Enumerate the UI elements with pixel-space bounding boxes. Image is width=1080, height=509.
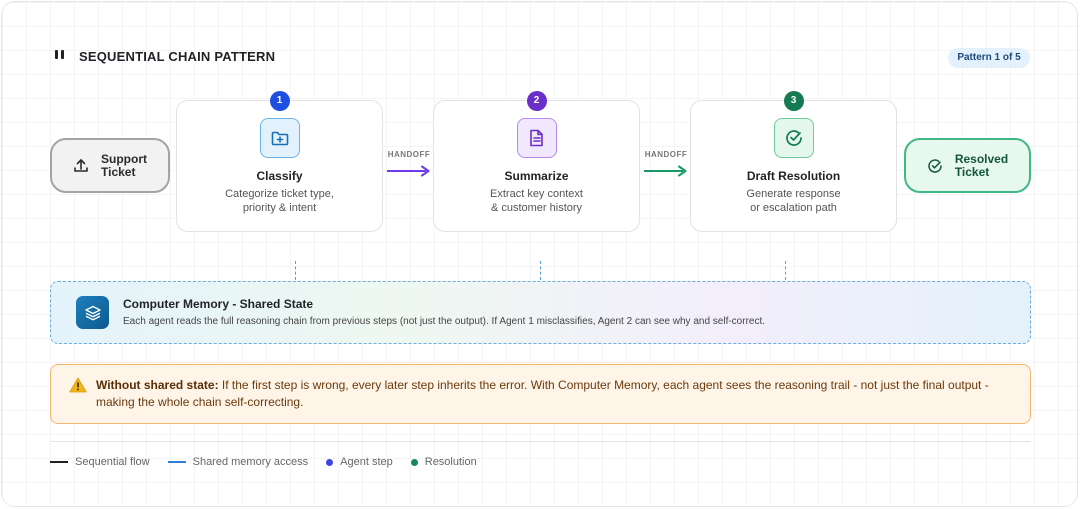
step-classify: 1 Classify Categorize ticket type,priori…	[176, 91, 383, 232]
layers-icon	[76, 296, 109, 329]
page-title: SEQUENTIAL CHAIN PATTERN	[79, 49, 276, 64]
step-description: Categorize ticket type,priority & intent	[225, 188, 334, 214]
handoff-arrow	[387, 165, 430, 177]
legend-shared-memory-access: Shared memory access	[167, 456, 308, 468]
legend-line-swatch	[50, 461, 68, 463]
check-circle-icon	[928, 158, 942, 173]
memory-description: Each agent reads the full reasoning chai…	[123, 316, 766, 327]
memory-title: Computer Memory - Shared State	[123, 297, 314, 311]
handoff-label: HANDOFF	[387, 150, 431, 159]
warning-panel: Without shared state: If the first step …	[50, 364, 1031, 424]
memory-connector	[540, 261, 541, 280]
step-description: Extract key context& customer history	[490, 188, 583, 214]
support-ticket-node: Support Ticket	[50, 138, 170, 193]
step-number-badge: 3	[783, 91, 804, 111]
start-label-line1: Support	[101, 151, 147, 166]
document-icon	[516, 118, 557, 158]
step-number-badge: 1	[269, 91, 290, 111]
end-label-line1: Resolved	[954, 151, 1009, 166]
step-summarize: 2 Summarize Extract key context& custome…	[433, 91, 640, 232]
memory-connector	[785, 261, 786, 280]
resolved-ticket-node: Resolved Ticket	[904, 138, 1031, 193]
pattern-badge: Pattern 1 of 5	[948, 48, 1030, 68]
handoff-arrow	[644, 165, 687, 177]
warning-icon	[69, 377, 87, 393]
memory-connector	[295, 261, 296, 280]
pause-icon	[55, 50, 67, 62]
warning-text: Without shared state: If the first step …	[96, 378, 989, 409]
legend-dot-swatch	[410, 458, 418, 466]
step-number-badge: 2	[526, 91, 547, 111]
shared-memory-panel: Computer Memory - Shared State Each agen…	[50, 281, 1031, 344]
legend-sequential-flow: Sequential flow	[50, 456, 150, 468]
step-title: Draft Resolution	[746, 169, 841, 183]
step-title: Classify	[256, 169, 303, 183]
start-label-line2: Ticket	[101, 164, 136, 179]
legend-agent-step: Agent step	[326, 456, 393, 468]
handoff-label: HANDOFF	[644, 150, 688, 159]
check-circle-icon	[773, 118, 814, 158]
legend: Sequential flow Shared memory access Age…	[50, 456, 477, 468]
legend-resolution: Resolution	[410, 456, 477, 468]
divider	[50, 441, 1031, 442]
step-title: Summarize	[504, 169, 569, 183]
folder-plus-icon	[259, 118, 300, 158]
upload-icon	[74, 158, 88, 172]
legend-line-swatch	[167, 461, 186, 463]
legend-dot-swatch	[326, 458, 334, 466]
end-label-line2: Ticket	[954, 164, 990, 179]
